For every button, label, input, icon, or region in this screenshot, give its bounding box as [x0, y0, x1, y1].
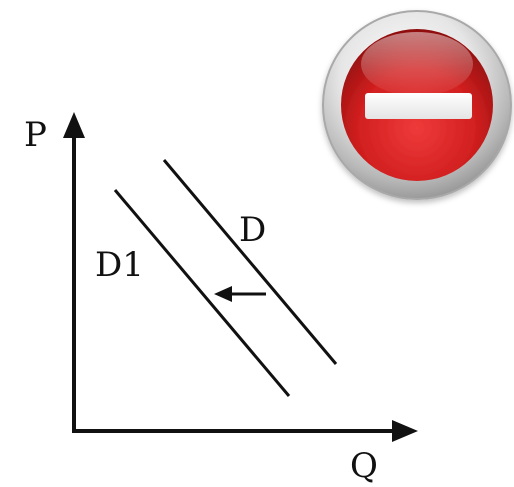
no-entry-icon: [322, 10, 512, 200]
badge-bar: [365, 93, 472, 119]
demand-curve-d: [162, 159, 338, 365]
demand-curve-d1: [113, 189, 291, 397]
curve-label-d1: D1: [95, 245, 144, 285]
axes: [63, 112, 418, 442]
y-axis-arrowhead: [63, 112, 85, 138]
y-axis-label: P: [24, 115, 47, 155]
x-axis-arrowhead: [392, 420, 418, 442]
badge-gloss: [361, 32, 473, 96]
shift-left-arrow: [214, 286, 266, 302]
x-axis-label: Q: [350, 446, 378, 486]
curve-label-d: D: [239, 210, 266, 250]
